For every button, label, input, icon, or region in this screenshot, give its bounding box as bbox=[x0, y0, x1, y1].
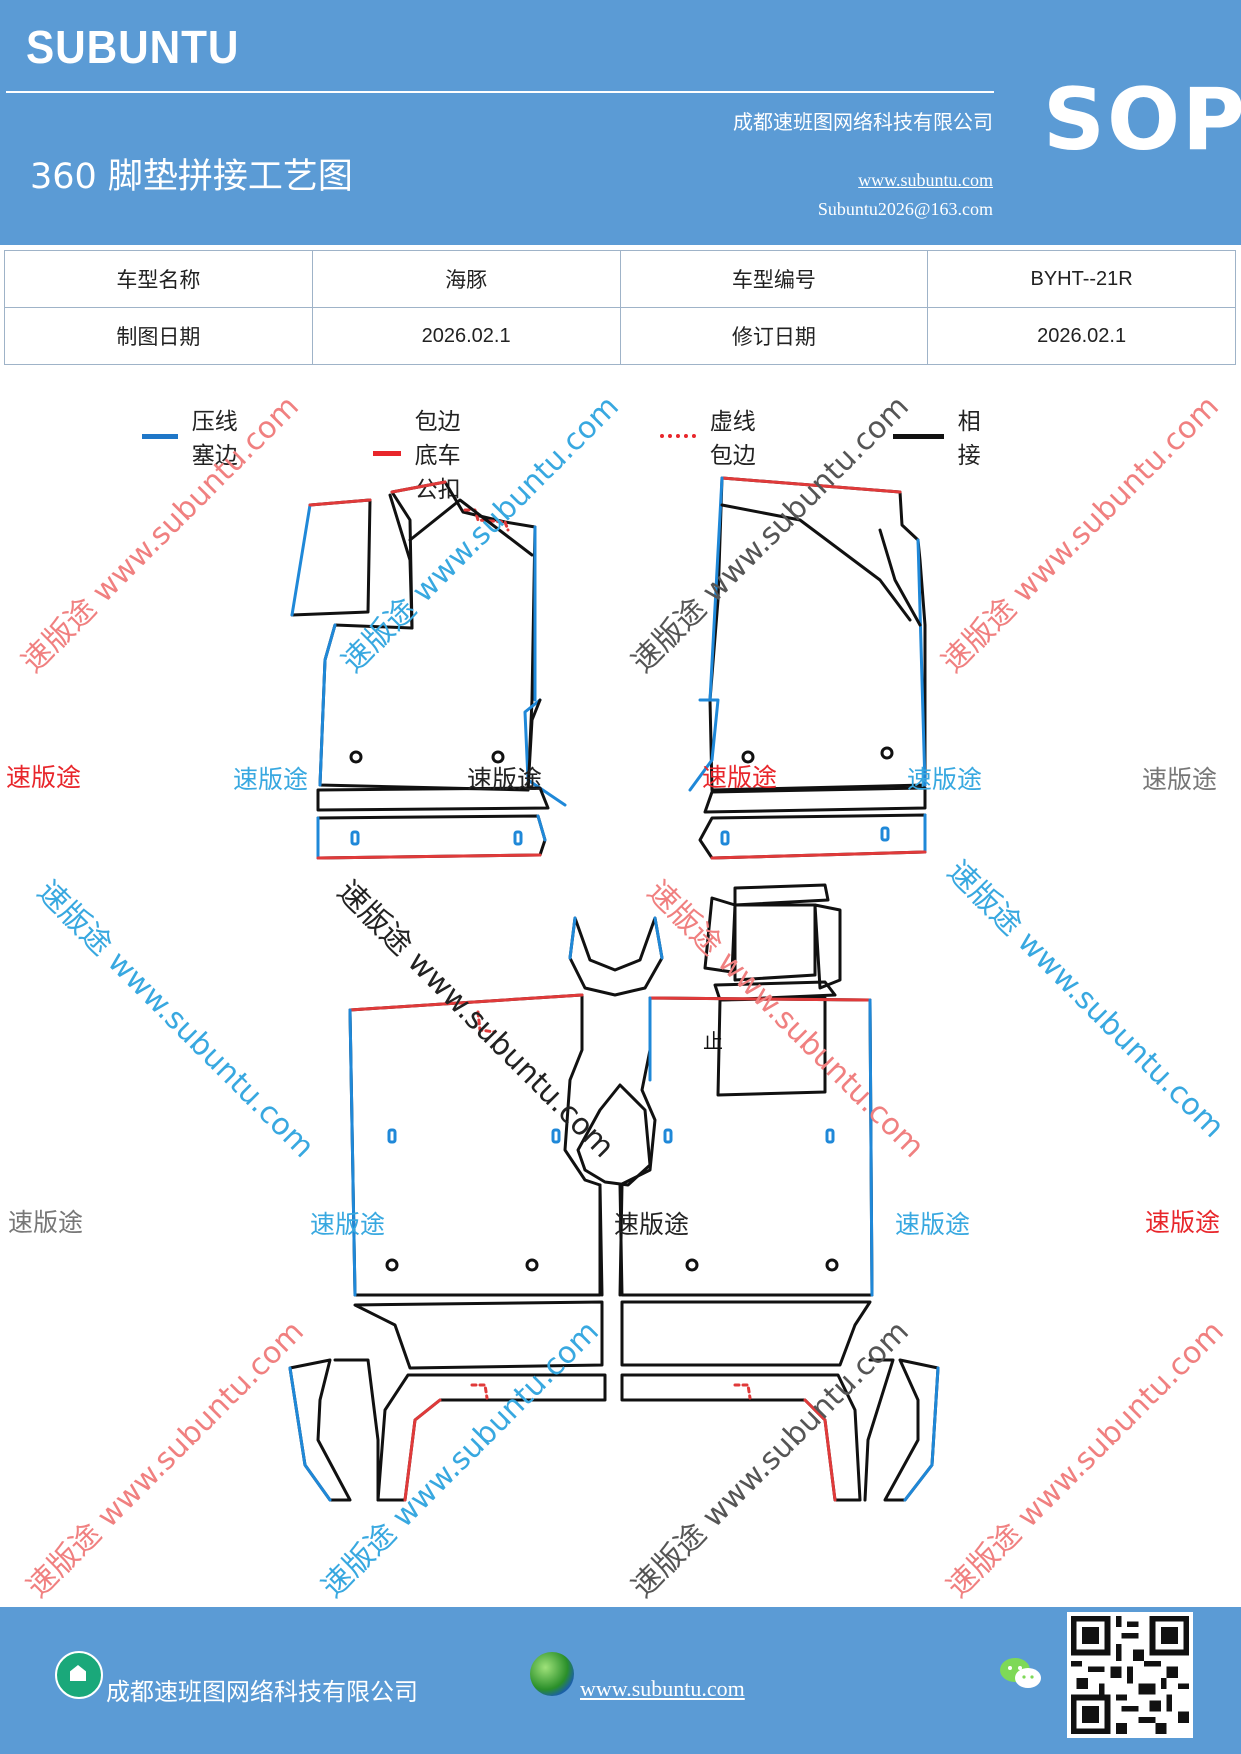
doc-type-label: SOP bbox=[1043, 70, 1241, 170]
watermark-text: 速版途 bbox=[8, 1208, 84, 1237]
legend-item: 相接 bbox=[893, 402, 994, 470]
label-cell: 车型名称 bbox=[4, 250, 313, 308]
mat-piece-front-left-small bbox=[290, 498, 372, 617]
mat-piece-center-hump bbox=[568, 916, 664, 997]
legend-item: 包边底车公扣 bbox=[373, 402, 474, 504]
watermark-text: 速版途 bbox=[6, 763, 82, 792]
mat-piece-rear-right-lower bbox=[620, 1300, 940, 1502]
label-cell: 制图日期 bbox=[4, 307, 313, 365]
wechat-icon bbox=[1000, 1658, 1041, 1688]
watermark-text: 速版途 bbox=[233, 765, 309, 794]
building-icon bbox=[55, 1651, 103, 1699]
mat-piece-rear-left-lower bbox=[288, 1300, 607, 1502]
watermark-text: 速版途 bbox=[895, 1210, 971, 1239]
mat-piece-front-left-main bbox=[318, 480, 567, 807]
part-mark: 止 bbox=[703, 1029, 723, 1053]
header-divider bbox=[6, 91, 994, 93]
legend-item: 虚线包边 bbox=[660, 402, 761, 470]
page-title: 360 脚垫拼接工艺图 bbox=[30, 157, 353, 197]
legend-item: 压线塞边 bbox=[142, 402, 243, 470]
watermark-text: 速版途 bbox=[907, 765, 983, 794]
mat-piece-rear-tunnel bbox=[703, 883, 842, 1097]
mat-piece-front-right-main bbox=[688, 476, 927, 792]
table-row: 车型名称 海豚 车型编号 BYHT--21R bbox=[4, 250, 1236, 308]
watermark-text: 速版途 bbox=[467, 765, 543, 794]
legend-swatch bbox=[893, 433, 944, 439]
legend-label: 包边底车公扣 bbox=[414, 409, 461, 503]
label-cell: 车型编号 bbox=[619, 250, 929, 308]
header-banner bbox=[0, 0, 1241, 245]
label-cell: 修订日期 bbox=[619, 307, 929, 365]
legend-label: 虚线包边 bbox=[709, 409, 756, 469]
table-row: 制图日期 2026.02.1 修订日期 2026.02.1 bbox=[4, 307, 1236, 365]
watermark-text: 速版途 bbox=[1145, 1208, 1221, 1237]
mat-piece-front-right-sill bbox=[698, 786, 927, 860]
legend-swatch bbox=[373, 450, 401, 456]
header-email: Subuntu2026@163.com bbox=[817, 199, 993, 219]
legend-label: 相接 bbox=[957, 409, 981, 469]
mat-piece-rear-right-main bbox=[618, 996, 874, 1297]
globe-icon bbox=[530, 1652, 574, 1696]
header-website-link[interactable]: www.subuntu.com bbox=[858, 170, 993, 190]
value-cell: 2026.02.1 bbox=[927, 307, 1236, 365]
value-cell: 海豚 bbox=[311, 250, 621, 308]
vehicle-info-table: 车型名称 海豚 车型编号 BYHT--21R 制图日期 2026.02.1 修订… bbox=[4, 250, 1236, 365]
legend-swatch bbox=[142, 433, 178, 439]
watermark-text: 速版途 bbox=[702, 763, 778, 792]
mat-piece-front-left-sill bbox=[316, 786, 550, 860]
mat-piece-rear-left-main bbox=[348, 993, 602, 1297]
footer-company: 成都速班图网络科技有限公司 bbox=[106, 1678, 418, 1706]
legend-swatch bbox=[660, 434, 696, 438]
brand-logo: SUBUNTU bbox=[26, 21, 240, 73]
value-cell: 2026.02.1 bbox=[311, 307, 621, 365]
watermark-text: 速版途 bbox=[614, 1210, 690, 1239]
legend-label: 压线塞边 bbox=[191, 409, 238, 469]
footer-website-link[interactable]: www.subuntu.com bbox=[580, 1676, 745, 1701]
watermark-text: 速版途 bbox=[1142, 765, 1218, 794]
watermark-text: 速版途 bbox=[310, 1210, 386, 1239]
qr-code bbox=[1067, 1612, 1193, 1738]
value-cell: BYHT--21R bbox=[927, 250, 1236, 308]
header-company: 成都速班图网络科技有限公司 bbox=[733, 110, 993, 134]
